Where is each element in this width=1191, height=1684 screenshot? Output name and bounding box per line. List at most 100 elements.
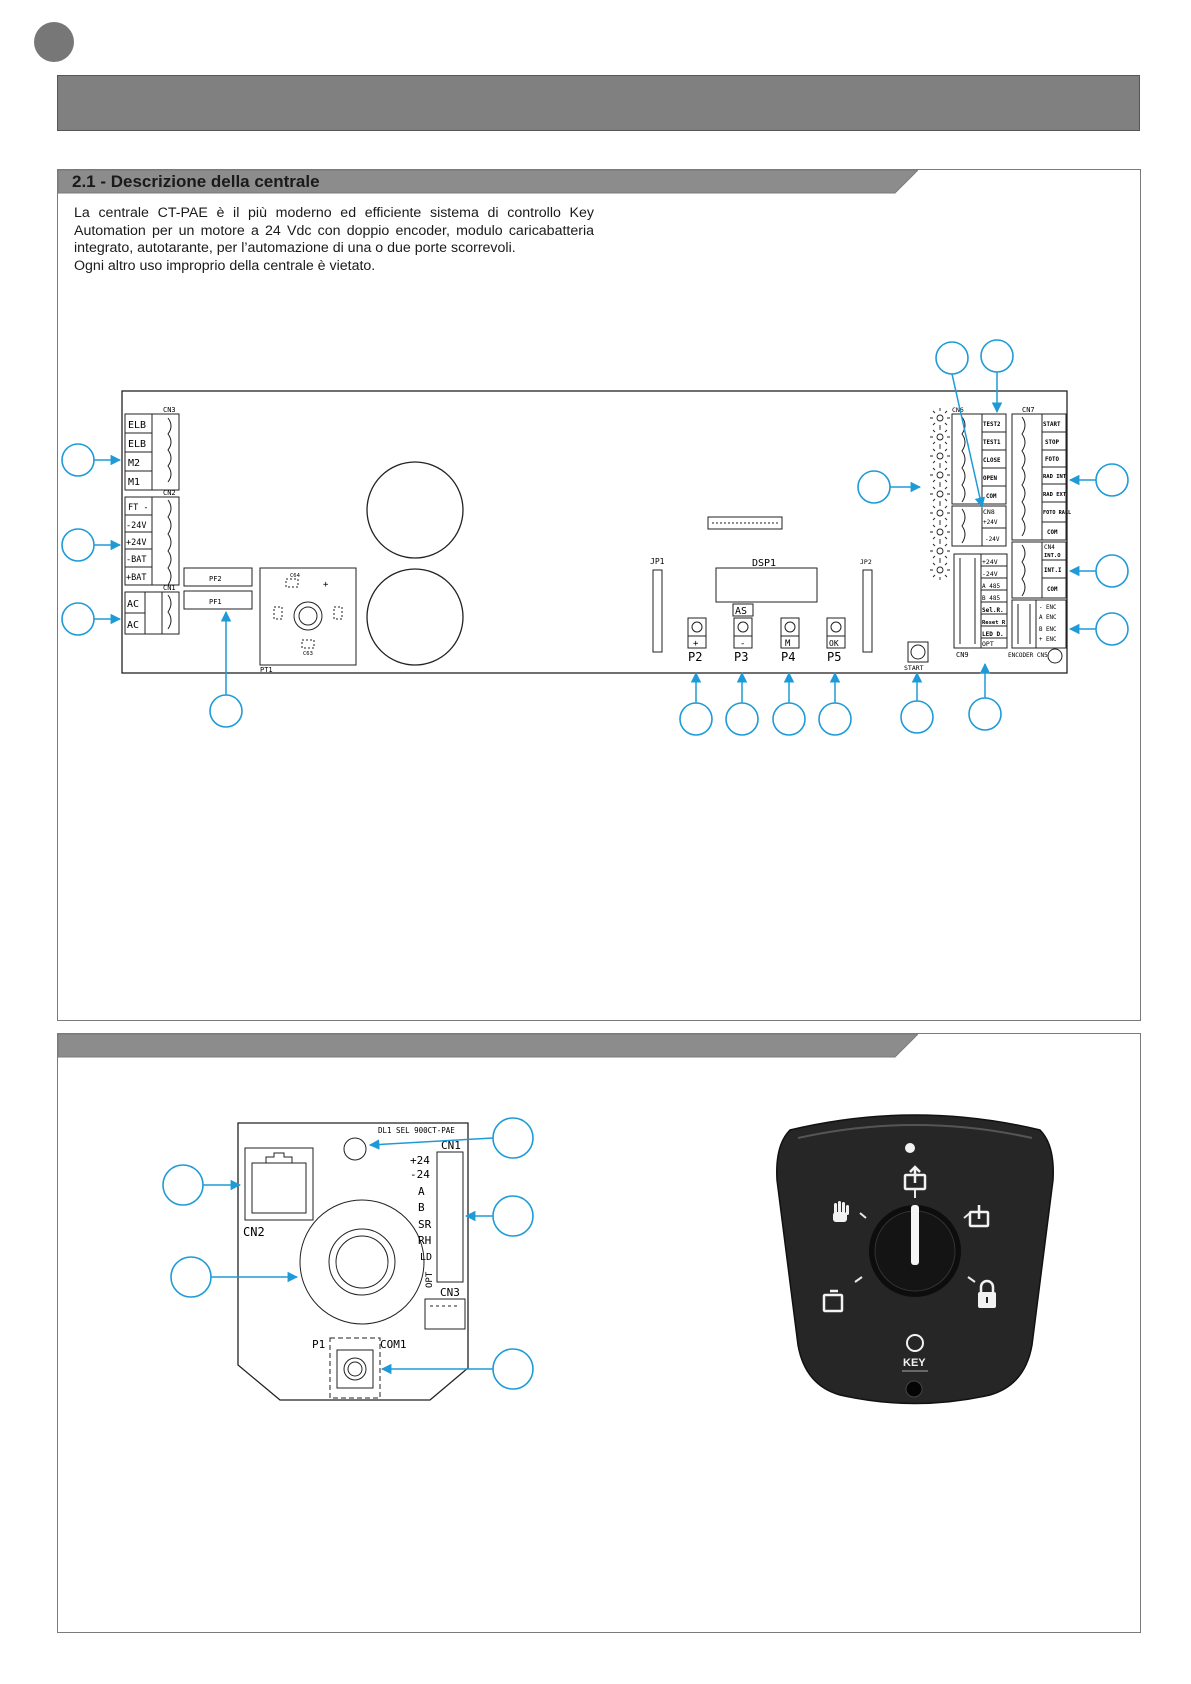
selector-cn3-label: CN3 <box>440 1286 460 1299</box>
cn6-terminal: OPEN <box>983 476 997 482</box>
jumper-jp1 <box>652 569 663 653</box>
button-p2-label: P2 <box>688 650 702 664</box>
cn7-terminal: STOP <box>1045 440 1059 446</box>
chapter-header-bar <box>57 75 1140 131</box>
callout-arrows <box>94 372 1096 703</box>
cn3-terminal: ELB <box>128 420 146 431</box>
cn2-terminal-block: FT - -24V +24V -BAT +BAT <box>124 496 180 586</box>
button-p2[interactable]: + P2 <box>687 617 707 664</box>
selector-cn1-terminal: +24 <box>410 1154 430 1167</box>
cn3-terminal: ELB <box>128 439 146 450</box>
pt1-label: PT1 <box>260 666 273 674</box>
selector-led <box>343 1137 367 1161</box>
lock-icon <box>978 1279 996 1308</box>
exit-only-icon <box>822 1289 844 1313</box>
button-p5-symbol: OK <box>829 639 839 648</box>
cn5-terminal: A ENC <box>1039 615 1057 621</box>
fuse-pf2-label: PF2 <box>209 575 222 583</box>
cn7-terminal: COM <box>1047 530 1058 536</box>
selector-cn1-terminal: -24 <box>410 1168 430 1181</box>
selector-cn3-block <box>424 1298 466 1330</box>
cn9-label: CN9 <box>956 651 969 659</box>
start-button[interactable]: START <box>904 641 929 672</box>
cn1-terminal: AC <box>127 620 139 631</box>
cn9-terminal: Reset R <box>982 620 1006 626</box>
cn5-terminal: B ENC <box>1039 627 1057 633</box>
cn4-terminal: INT.O <box>1044 553 1061 559</box>
button-p3[interactable]: - P3 <box>733 617 753 664</box>
cn1-label: CN1 <box>163 584 176 592</box>
led-column <box>930 408 950 580</box>
cn3-terminal: M2 <box>128 458 140 469</box>
cn9-terminal: A 485 <box>982 583 1000 590</box>
selector-cn1-block <box>436 1151 464 1283</box>
c64-label: C64 <box>290 573 301 579</box>
jp2-label: JP2 <box>860 558 872 566</box>
callout-circle <box>492 1348 534 1390</box>
selector-cn1-terminal: OPT <box>425 1271 435 1288</box>
open-icon <box>903 1165 927 1191</box>
jumper-jp2 <box>862 569 873 653</box>
selector-cn1-terminal: LD <box>420 1252 432 1263</box>
cn6-terminal: CLOSE <box>983 458 1001 464</box>
cn9-terminal: B 485 <box>982 595 1000 602</box>
callout-circle <box>492 1195 534 1237</box>
cn8-label: CN8 <box>983 508 995 516</box>
cn1-terminal-block: AC AC <box>124 591 180 635</box>
section-title-tab <box>58 170 918 194</box>
capacitor-bottom <box>366 568 464 666</box>
cn3-terminal-block: ELB ELB M2 M1 <box>124 413 180 491</box>
open-partial-icon <box>968 1205 990 1228</box>
cn9-terminal-block: +24V -24V A 485 B 485 Sel.R. Reset R LED… <box>953 553 1008 659</box>
cn9-terminal: LED D. <box>982 631 1004 638</box>
start-label: START <box>904 664 924 672</box>
cn7-terminal: RAD EXT <box>1043 492 1067 498</box>
cn6-terminal: TEST1 <box>983 440 1001 446</box>
button-p4[interactable]: M P4 <box>780 617 800 664</box>
dsp1-label: DSP1 <box>752 558 776 569</box>
plus-label: + <box>323 580 329 590</box>
cn7-terminal-block: START STOP FOTO RAD INT RAD EXT FOTO RAL… <box>1011 413 1071 541</box>
cn3-label: CN3 <box>163 406 176 414</box>
cn6-terminal-block: TEST2 TEST1 CLOSE OPEN COM <box>951 413 1007 505</box>
capacitor-top <box>366 461 464 559</box>
description-text: La centrale CT-PAE è il più moderno ed e… <box>74 205 594 275</box>
cn2-terminal: FT - <box>128 503 148 513</box>
cn7-terminal: FOTO <box>1045 457 1059 463</box>
description-paragraph-2: Ogni altro uso improprio della centrale … <box>74 257 376 274</box>
button-p4-symbol: M <box>785 639 791 649</box>
button-p5-label: P5 <box>827 650 841 664</box>
selector-callouts <box>162 1117 534 1390</box>
description-paragraph: La centrale CT-PAE è il più moderno ed e… <box>74 205 594 256</box>
cn8-terminal: -24V <box>985 536 1000 543</box>
cn4-terminal: INT.I <box>1044 568 1061 574</box>
selector-cn1-terminal: A <box>418 1185 425 1198</box>
page-marker-dot <box>34 22 74 62</box>
button-p3-label: P3 <box>734 650 748 664</box>
selector-callout-arrows <box>203 1137 494 1375</box>
selector-knob-inner <box>335 1235 389 1289</box>
jp1-label: JP1 <box>650 557 665 566</box>
cn6-terminal: TEST2 <box>983 422 1001 428</box>
cn8-terminal-block: CN8 +24V -24V <box>951 505 1007 547</box>
callout-circle <box>492 1117 534 1159</box>
button-p5[interactable]: OK P5 <box>826 617 846 664</box>
button-p2-symbol: + <box>693 639 699 649</box>
selector-cn1-terminal: SR <box>418 1218 432 1231</box>
section-title-tab-2 <box>58 1034 918 1058</box>
selector-p1-button[interactable] <box>329 1337 381 1399</box>
fuse-pf2 <box>183 567 253 587</box>
selector-cn1-label: CN1 <box>441 1139 461 1152</box>
cn2-label: CN2 <box>163 489 176 497</box>
cn2-terminal: +24V <box>126 538 146 548</box>
c63-label: C63 <box>303 651 313 657</box>
callout-circle <box>170 1256 212 1298</box>
cn5-encoder-block: - ENC A ENC B ENC + ENC ENCODER CN5 <box>1008 599 1067 664</box>
cn7-terminal: RAD INT <box>1043 474 1067 480</box>
transformer-pt1: C64 C63 + PT1 <box>259 567 357 674</box>
cn9-terminal: Sel.R. <box>982 607 1004 614</box>
cn2-terminal: -BAT <box>126 555 146 565</box>
cn8-terminal: +24V <box>983 519 998 526</box>
